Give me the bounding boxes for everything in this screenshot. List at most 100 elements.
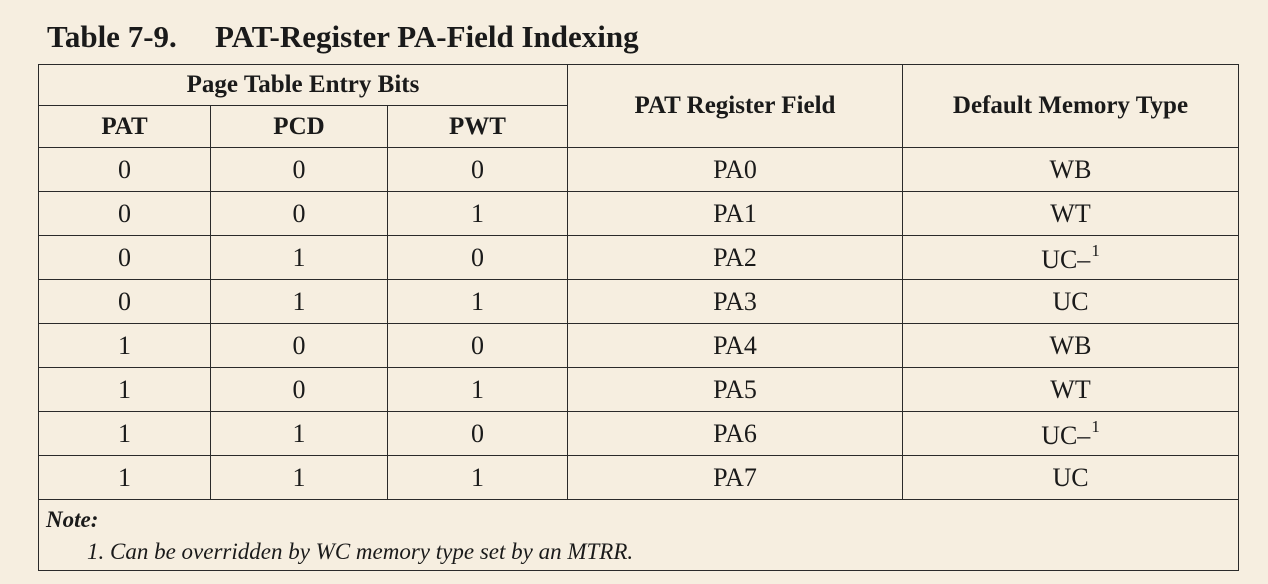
pwt-cell-text: 0: [471, 154, 484, 184]
field-cell-text: PA4: [713, 330, 757, 360]
pcd-cell: 1: [210, 411, 388, 456]
memory-type-cell-text: UC–: [1041, 420, 1091, 450]
pwt-cell-text: 1: [471, 462, 484, 492]
column-header-field: PAT Register Field: [567, 64, 903, 148]
pwt-cell: 1: [387, 367, 568, 412]
pat-cell-text: 1: [118, 418, 131, 448]
pat-cell-text: 0: [118, 154, 131, 184]
pcd-cell-text: 0: [292, 374, 306, 404]
table-row: 1 0 1 PA5 WT: [38, 367, 1239, 412]
footnote-marker: 1: [1091, 240, 1100, 260]
field-cell: PA3: [567, 279, 903, 324]
pat-cell: 0: [38, 191, 211, 236]
memory-type-cell: WT: [902, 367, 1239, 412]
pat-cell: 1: [38, 367, 211, 412]
memory-type-cell: UC–1: [902, 235, 1239, 280]
pat-cell: 1: [38, 411, 211, 456]
pcd-cell-text: 1: [292, 418, 306, 448]
pat-cell: 1: [38, 455, 211, 500]
field-cell-text: PA6: [713, 418, 757, 448]
field-cell-text: PA2: [713, 242, 757, 272]
field-cell-text: PA5: [713, 374, 757, 404]
field-cell-text: PA0: [713, 154, 757, 184]
table-title: PAT-Register PA-Field Indexing: [215, 19, 639, 54]
column-header-pat: PAT: [38, 105, 211, 148]
field-cell: PA0: [567, 147, 903, 192]
pwt-cell-text: 0: [471, 330, 484, 360]
pat-cell-text: 0: [118, 242, 131, 272]
table-row: 1 0 0 PA4 WB: [38, 323, 1239, 368]
table-number: Table 7-9.: [47, 19, 177, 54]
table-row: 0 0 0 PA0 WB: [38, 147, 1239, 192]
memory-type-cell-text: UC–: [1041, 244, 1091, 274]
pcd-cell: 0: [210, 323, 388, 368]
memory-type-cell: UC: [902, 455, 1239, 500]
pat-cell: 1: [38, 323, 211, 368]
field-cell: PA4: [567, 323, 903, 368]
memory-type-cell-text: WT: [1050, 374, 1091, 404]
field-cell-text: PA3: [713, 286, 757, 316]
field-cell: PA1: [567, 191, 903, 236]
pat-cell-text: 1: [118, 462, 131, 492]
footnote-marker: 1: [1091, 416, 1100, 436]
pcd-cell: 0: [210, 147, 388, 192]
pat-cell: 0: [38, 235, 211, 280]
column-header-pwt: PWT: [387, 105, 568, 148]
pwt-cell: 0: [387, 411, 568, 456]
pwt-cell: 1: [387, 455, 568, 500]
pwt-cell-text: 1: [471, 286, 484, 316]
pcd-cell: 1: [210, 455, 388, 500]
memory-type-cell-text: UC: [1052, 286, 1089, 316]
memory-type-cell: UC–1: [902, 411, 1239, 456]
pwt-cell-text: 1: [471, 374, 484, 404]
pcd-cell-text: 0: [292, 154, 306, 184]
pwt-cell: 1: [387, 191, 568, 236]
pat-table: Page Table Entry Bits PAT Register Field…: [38, 64, 1239, 571]
memory-type-cell-text: WT: [1050, 198, 1091, 228]
table-caption: Table 7-9. PAT-Register PA-Field Indexing: [47, 14, 639, 60]
pcd-cell: 0: [210, 367, 388, 412]
memory-type-cell-text: UC: [1052, 462, 1089, 492]
pcd-cell: 1: [210, 279, 388, 324]
field-cell: PA2: [567, 235, 903, 280]
pwt-cell: 1: [387, 279, 568, 324]
note-cell: Note: 1. Can be overridden by WC memory …: [38, 499, 1239, 571]
pcd-cell-text: 1: [292, 286, 306, 316]
pcd-cell-text: 1: [292, 462, 306, 492]
pat-cell-text: 0: [118, 286, 131, 316]
pat-cell-text: 0: [118, 198, 131, 228]
pcd-cell-text: 0: [292, 198, 306, 228]
table-row: 0 0 1 PA1 WT: [38, 191, 1239, 236]
field-cell: PA7: [567, 455, 903, 500]
pwt-cell: 0: [387, 323, 568, 368]
memory-type-cell: WT: [902, 191, 1239, 236]
column-header-pcd: PCD: [210, 105, 388, 148]
pwt-cell: 0: [387, 235, 568, 280]
table-row: 1 1 1 PA7 UC: [38, 455, 1239, 500]
pcd-cell-text: 1: [292, 242, 306, 272]
memory-type-cell-text: WB: [1049, 154, 1092, 184]
pwt-cell-text: 0: [471, 418, 484, 448]
memory-type-cell: UC: [902, 279, 1239, 324]
table-row: 0 1 1 PA3 UC: [38, 279, 1239, 324]
pwt-cell-text: 0: [471, 242, 484, 272]
pcd-cell: 0: [210, 191, 388, 236]
field-cell: PA6: [567, 411, 903, 456]
pat-cell-text: 1: [118, 374, 131, 404]
column-header-memory-type: Default Memory Type: [902, 64, 1239, 148]
pat-cell: 0: [38, 279, 211, 324]
pat-cell: 0: [38, 147, 211, 192]
pwt-cell: 0: [387, 147, 568, 192]
memory-type-cell: WB: [902, 147, 1239, 192]
field-cell: PA5: [567, 367, 903, 412]
pwt-cell-text: 1: [471, 198, 484, 228]
note-text: 1. Can be overridden by WC memory type s…: [87, 539, 634, 564]
group-header: Page Table Entry Bits: [38, 64, 568, 106]
field-cell-text: PA7: [713, 462, 757, 492]
memory-type-cell: WB: [902, 323, 1239, 368]
memory-type-cell-text: WB: [1049, 330, 1092, 360]
pcd-cell-text: 0: [292, 330, 306, 360]
